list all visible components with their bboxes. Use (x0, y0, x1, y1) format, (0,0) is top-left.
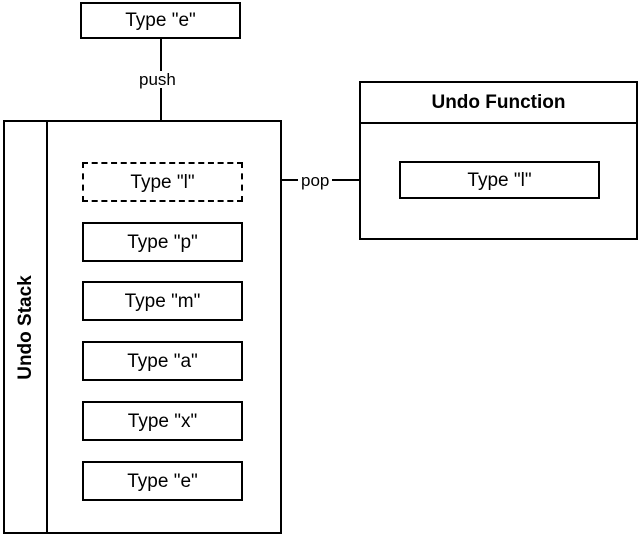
undo-function-title: Undo Function (361, 83, 636, 124)
push-edge-label: push (136, 71, 179, 88)
undo-stack-item-2[interactable]: Type "m" (82, 281, 243, 321)
input-action-box[interactable]: Type "e" (80, 2, 241, 39)
undo-stack-container: Undo Stack Type "l" Type "p" Type "m" Ty… (3, 120, 282, 534)
undo-function-action-box[interactable]: Type "l" (399, 161, 600, 199)
undo-function-body: Type "l" (361, 124, 636, 238)
undo-function-panel: Undo Function Type "l" (359, 81, 638, 240)
undo-stack-item-0[interactable]: Type "l" (82, 162, 243, 202)
undo-stack-item-4[interactable]: Type "x" (82, 401, 243, 441)
undo-stack-label-column: Undo Stack (5, 122, 48, 532)
undo-stack-item-list: Type "l" Type "p" Type "m" Type "a" Type… (48, 122, 280, 532)
undo-stack-title: Undo Stack (15, 274, 36, 380)
undo-stack-item-1[interactable]: Type "p" (82, 222, 243, 262)
undo-stack-item-3[interactable]: Type "a" (82, 341, 243, 381)
undo-stack-item-5[interactable]: Type "e" (82, 461, 243, 501)
pop-edge-label: pop (298, 172, 333, 189)
